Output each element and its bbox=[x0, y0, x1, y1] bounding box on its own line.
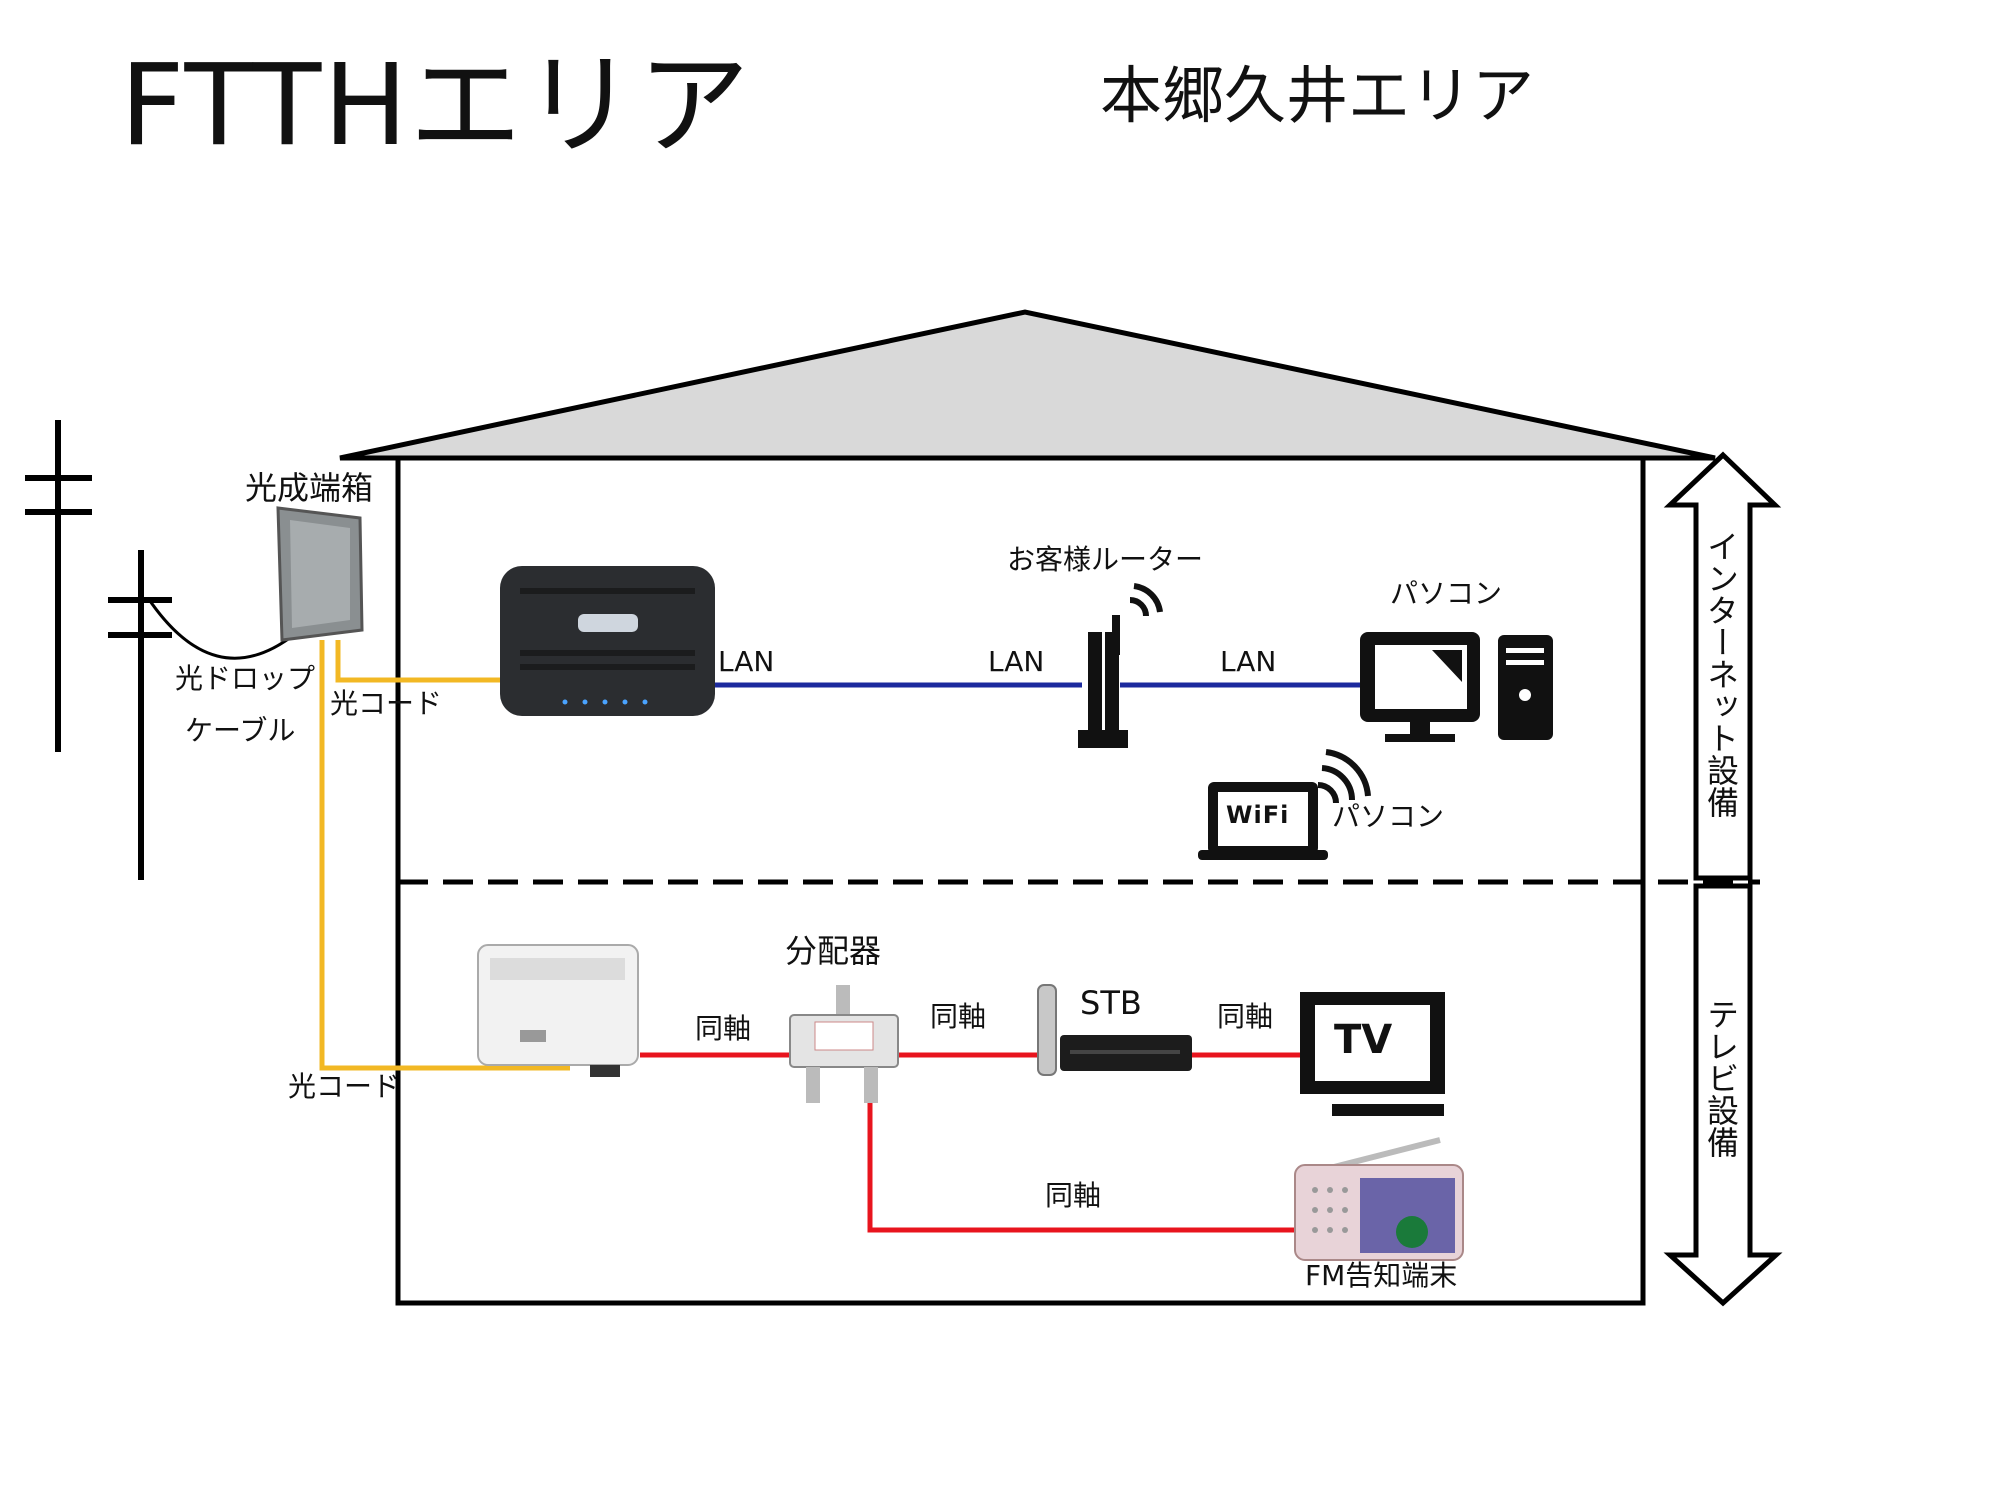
remote-icon bbox=[1037, 984, 1057, 1076]
splitter-label: 分配器 bbox=[785, 932, 882, 970]
router-label: お客様ルーター bbox=[1007, 543, 1204, 576]
coax-label-1: 同軸 bbox=[695, 1012, 752, 1045]
internet-equipment-label: インターネット設備 bbox=[1702, 530, 1740, 818]
stb-device bbox=[1060, 1035, 1192, 1071]
internet-range-arrow bbox=[1663, 451, 1782, 881]
fiber-cord-v-onu bbox=[319, 640, 570, 1071]
wifi-label: WiFi bbox=[1226, 801, 1290, 829]
coax-splitter-fm bbox=[867, 1100, 1300, 1233]
desktop-pc-icon bbox=[1360, 632, 1553, 742]
lan-label-1: LAN bbox=[718, 645, 775, 678]
fiber-cord-onu bbox=[335, 640, 500, 683]
house-roof bbox=[339, 309, 1716, 461]
laptop-icon bbox=[1198, 749, 1371, 860]
utility-pole-2 bbox=[108, 550, 172, 880]
optical-cord-label-2: 光コード bbox=[288, 1070, 401, 1103]
fm-label: FM告知端末 bbox=[1305, 1259, 1458, 1292]
drop-cable-label-2: ケーブル bbox=[185, 714, 296, 747]
tv-equipment-label: テレビ設備 bbox=[1702, 998, 1740, 1158]
tv-icon bbox=[1300, 992, 1445, 1116]
lan-label-3: LAN bbox=[1220, 645, 1277, 678]
drop-cable bbox=[146, 597, 301, 660]
router-icon bbox=[1078, 583, 1163, 748]
lan-label-2: LAN bbox=[988, 645, 1045, 678]
terminal-box-label: 光成端箱 bbox=[245, 469, 374, 507]
fm-radio-device bbox=[1294, 1137, 1464, 1261]
pc-label-1: パソコン bbox=[1390, 577, 1503, 610]
coax-label-4: 同軸 bbox=[1045, 1179, 1102, 1212]
coax-label-2: 同軸 bbox=[930, 1000, 987, 1033]
pc-label-2: パソコン bbox=[1332, 800, 1445, 833]
optical-receiver bbox=[477, 944, 639, 1077]
tv-range-arrow bbox=[1663, 883, 1783, 1307]
area-title: 本郷久井エリア bbox=[1100, 59, 1535, 132]
optical-cord-label-1: 光コード bbox=[330, 687, 443, 720]
stb-label: STB bbox=[1080, 984, 1142, 1022]
utility-pole-1 bbox=[25, 420, 92, 752]
tv-label: TV bbox=[1334, 1017, 1393, 1063]
drop-cable-label-1: 光ドロップ bbox=[175, 662, 316, 695]
onu-device bbox=[500, 566, 715, 716]
splitter-device bbox=[789, 985, 899, 1103]
page-title: FTTHエリア bbox=[120, 41, 752, 171]
coax-label-3: 同軸 bbox=[1217, 1000, 1274, 1033]
optical-terminal-box bbox=[276, 506, 364, 642]
